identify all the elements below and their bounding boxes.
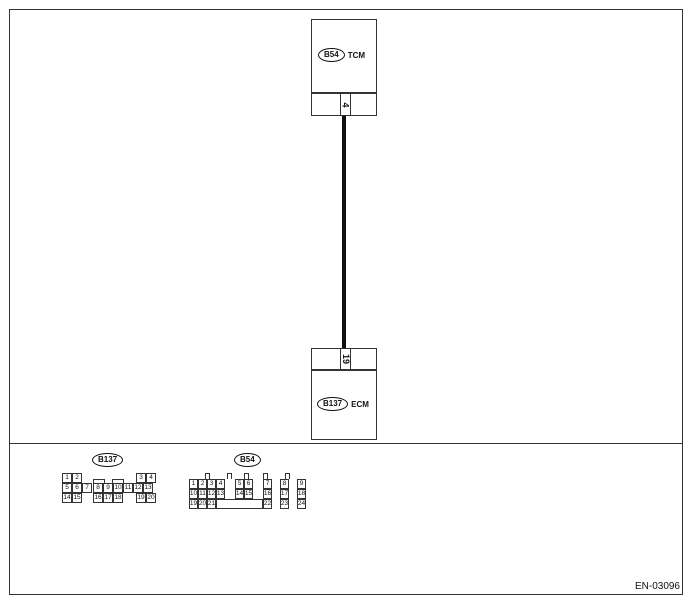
b54-blank-cavity xyxy=(216,499,263,509)
b54-pin-23: 23 xyxy=(280,499,289,509)
section-divider xyxy=(9,443,683,444)
b54-pin-10: 10 xyxy=(189,489,198,499)
b54-pin-1: 1 xyxy=(189,479,198,489)
b54-key-tab xyxy=(227,473,232,479)
b137-pin-4: 4 xyxy=(146,473,156,483)
signal-wire xyxy=(342,116,346,348)
b137-pin-7: 7 xyxy=(82,483,92,493)
b137-pin-5: 5 xyxy=(62,483,72,493)
b54-key-tab xyxy=(285,473,290,479)
b54-pin-11: 11 xyxy=(198,489,207,499)
tcm-module: B54 TCM xyxy=(311,19,377,93)
b137-pin-6: 6 xyxy=(72,483,82,493)
b137-pin-20: 20 xyxy=(146,493,156,503)
b54-pin-19: 19 xyxy=(189,499,198,509)
b137-pin-3: 3 xyxy=(136,473,146,483)
ecm-name: ECM xyxy=(351,399,369,409)
b54-pin-2: 2 xyxy=(198,479,207,489)
b137-pin-15: 15 xyxy=(72,493,82,503)
b137-pin-14: 14 xyxy=(62,493,72,503)
tcm-connector: 4 xyxy=(311,93,377,116)
b137-pin-2: 2 xyxy=(72,473,82,483)
b54-code-oval: B54 xyxy=(234,453,261,467)
b54-pin-9: 9 xyxy=(297,479,306,489)
b54-pin-14: 14 xyxy=(235,489,244,499)
b137-key-tab xyxy=(93,479,105,483)
b137-pin-18: 18 xyxy=(113,493,123,503)
b137-pin-8: 8 xyxy=(93,483,103,493)
b137-pin-10: 10 xyxy=(113,483,123,493)
b137-key-tab xyxy=(112,479,124,483)
b137-pin-13: 13 xyxy=(143,483,153,493)
b54-label: B54 xyxy=(234,453,261,467)
b137-pin-17: 17 xyxy=(103,493,113,503)
b54-pin-16: 16 xyxy=(263,489,272,499)
b54-key-tab xyxy=(244,473,249,479)
b54-pin-6: 6 xyxy=(244,479,253,489)
tcm-pin-cell: 4 xyxy=(340,94,351,115)
b137-pin-9: 9 xyxy=(103,483,113,493)
b54-pin-18: 18 xyxy=(297,489,306,499)
tcm-label: B54 TCM xyxy=(318,48,365,62)
b54-pin-21: 21 xyxy=(207,499,216,509)
diagram-frame xyxy=(9,9,683,595)
tcm-pin-number: 4 xyxy=(340,101,351,108)
ecm-pin-number: 19 xyxy=(340,353,351,365)
figure-code: EN-03096 xyxy=(634,581,680,592)
b54-pin-20: 20 xyxy=(198,499,207,509)
ecm-module: B137 ECM xyxy=(311,370,377,440)
b137-label: B137 xyxy=(92,453,124,467)
ecm-label: B137 ECM xyxy=(317,397,369,411)
b137-pin-16: 16 xyxy=(93,493,103,503)
b54-pin-5: 5 xyxy=(235,479,244,489)
ecm-code-oval: B137 xyxy=(317,397,349,411)
b54-pin-15: 15 xyxy=(244,489,253,499)
ecm-pin-cell: 19 xyxy=(340,349,351,369)
b54-pin-4: 4 xyxy=(216,479,225,489)
b54-pin-17: 17 xyxy=(280,489,289,499)
b54-pin-7: 7 xyxy=(263,479,272,489)
tcm-name: TCM xyxy=(347,50,366,60)
b54-key-tab xyxy=(263,473,268,479)
b137-pin-11: 11 xyxy=(123,483,133,493)
b54-pin-24: 24 xyxy=(297,499,306,509)
b54-pin-22: 22 xyxy=(263,499,272,509)
b54-pin-3: 3 xyxy=(207,479,216,489)
b137-pin-19: 19 xyxy=(136,493,146,503)
b54-pin-13: 13 xyxy=(216,489,225,499)
b137-code-oval: B137 xyxy=(92,453,124,467)
b137-pin-12: 12 xyxy=(133,483,143,493)
b54-key-tab xyxy=(205,473,210,479)
b54-pin-8: 8 xyxy=(280,479,289,489)
ecm-connector: 19 xyxy=(311,348,377,370)
tcm-code-oval: B54 xyxy=(318,48,345,62)
b54-pin-12: 12 xyxy=(207,489,216,499)
b137-pin-1: 1 xyxy=(62,473,72,483)
